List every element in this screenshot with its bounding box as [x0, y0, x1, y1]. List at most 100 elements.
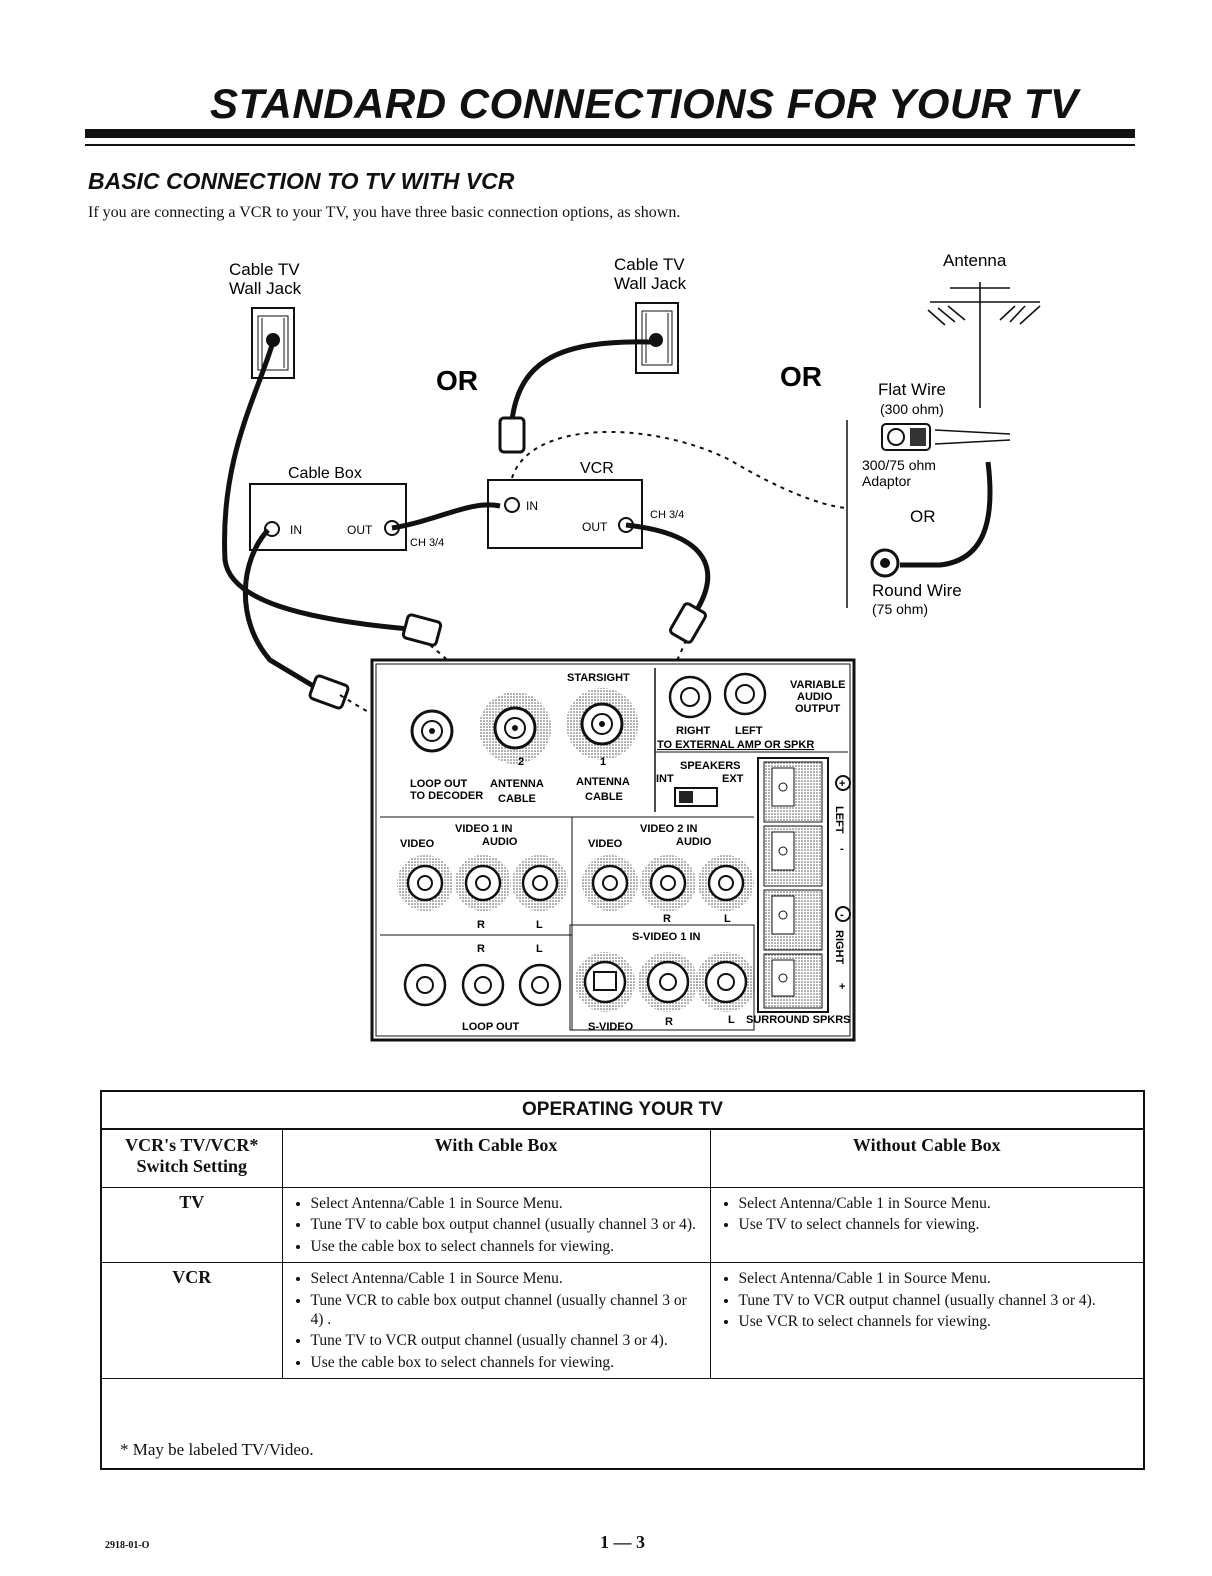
coax-connectors: [308, 416, 707, 710]
list-item: Tune VCR to cable box output channel (us…: [311, 1291, 702, 1330]
antenna-cable-2-jack: [479, 692, 551, 764]
wall-jack-2-label-line2: Wall Jack: [614, 274, 687, 293]
cable-1-label: CABLE: [585, 791, 623, 803]
setting-vcr: VCR: [102, 1262, 283, 1379]
antenna-1-label: ANTENNA: [576, 776, 630, 788]
video2-r-label: R: [663, 913, 671, 925]
svideo-l-label: L: [728, 1014, 735, 1026]
table-row: VCR Select Antenna/Cable 1 in Source Men…: [102, 1262, 1143, 1379]
to-external-label: TO EXTERNAL AMP OR SPKR: [657, 739, 814, 751]
video2-video-label: VIDEO: [588, 838, 623, 850]
output-label: OUTPUT: [795, 703, 841, 715]
tv-without-cable-box: Select Antenna/Cable 1 in Source Menu. U…: [709, 1186, 1143, 1264]
tv-back-panel: STARSIGHT 2 1 LOOP OUT TO DECODER ANTENN…: [370, 658, 856, 1042]
loop-r-label: R: [477, 943, 485, 955]
left-minus-label: -: [840, 843, 844, 855]
intro-text: If you are connecting a VCR to your TV, …: [88, 204, 681, 221]
video1-l-label: L: [536, 919, 543, 931]
antenna-cable-1-jack: [566, 688, 638, 760]
right-vertical-label: RIGHT: [833, 930, 845, 965]
connection-diagram: Cable TV Wall Jack Cable TV Wall Jack OR…: [222, 251, 1041, 1042]
vcr-with-cable-box: Select Antenna/Cable 1 in Source Menu. T…: [281, 1262, 711, 1379]
list-item: Use the cable box to select channels for…: [311, 1353, 702, 1372]
dashed-antenna-paths: [339, 430, 846, 735]
round-wire-label: Round Wire: [872, 581, 962, 600]
setting-tv: TV: [102, 1186, 283, 1264]
page-title: STANDARD CONNECTIONS FOR YOUR TV: [210, 80, 1079, 127]
svideo-r-label: R: [665, 1016, 673, 1028]
surround-label: SURROUND SPKRS: [746, 1014, 851, 1026]
vcr-out-label: OUT: [582, 520, 608, 534]
or-label-1: OR: [436, 365, 478, 396]
left-vertical-label: LEFT: [833, 806, 845, 834]
or-label-3: OR: [910, 507, 936, 526]
left-plus-label: +: [839, 778, 845, 790]
section-subtitle: BASIC CONNECTION TO TV WITH VCR: [88, 168, 515, 194]
page-number: 1 — 3: [600, 1532, 645, 1552]
vcr-box: [487, 479, 643, 549]
jack-2-number: 2: [518, 756, 524, 768]
int-label: INT: [656, 773, 674, 785]
video1-video-label: VIDEO: [400, 838, 435, 850]
cable-box-in-label: IN: [290, 523, 302, 537]
video1-in-label: VIDEO 1 IN: [455, 823, 513, 835]
loop-out-label: LOOP OUT: [410, 778, 468, 790]
antenna-2-label: ANTENNA: [490, 778, 544, 790]
video1-r-label: R: [477, 919, 485, 931]
list-item: Use VCR to select channels for viewing.: [739, 1312, 1136, 1331]
video-audio-jack-rows: [397, 855, 756, 1012]
header-switch-line1: VCR's TV/VCR*: [125, 1135, 259, 1155]
wall-jack-2: [635, 302, 679, 374]
list-item: Use TV to select channels for viewing.: [739, 1215, 1136, 1234]
table-row: TV Select Antenna/Cable 1 in Source Menu…: [102, 1186, 1143, 1264]
operating-table: OPERATING YOUR TV VCR's TV/VCR* Switch S…: [100, 1090, 1145, 1470]
audio-label: AUDIO: [797, 691, 833, 703]
ext-label: EXT: [722, 773, 744, 785]
vcr-ch-label: CH 3/4: [650, 509, 684, 521]
adaptor-label-line2: Adaptor: [862, 473, 911, 489]
document-code: 2918-01-O: [105, 1540, 150, 1551]
svideo1-in-label: S-VIDEO 1 IN: [632, 931, 701, 943]
audio-output-jacks: [668, 672, 767, 719]
operating-title: OPERATING YOUR TV: [102, 1092, 1143, 1130]
operating-grid: VCR's TV/VCR* Switch Setting With Cable …: [102, 1128, 1143, 1379]
list-item: Tune TV to VCR output channel (usually c…: [311, 1331, 702, 1350]
right-minus-label: -: [840, 909, 844, 921]
vcr-in-jack: [504, 497, 520, 513]
antenna-label: Antenna: [943, 251, 1007, 270]
antenna-icon: [927, 282, 1041, 408]
header-without-cable-box: Without Cable Box: [709, 1128, 1143, 1188]
flat-wire-ohm: (300 ohm): [880, 401, 944, 417]
left-output-label: LEFT: [735, 725, 763, 737]
coax-cables: [222, 339, 711, 693]
to-decoder-label: TO DECODER: [410, 790, 483, 802]
list-item: Select Antenna/Cable 1 in Source Menu.: [311, 1269, 702, 1288]
round-wire-connector-icon: [870, 548, 900, 578]
video2-audio-label: AUDIO: [676, 836, 712, 848]
wall-jack-2-label-line1: Cable TV: [614, 255, 685, 274]
list-item: Use the cable box to select channels for…: [311, 1237, 702, 1256]
variable-label: VARIABLE: [790, 679, 845, 691]
cable-box-out-label: OUT: [347, 523, 373, 537]
title-rule-thin: [85, 144, 1135, 146]
cable-2-label: CABLE: [498, 793, 536, 805]
round-wire-cable: [900, 461, 993, 568]
right-output-label: RIGHT: [676, 725, 711, 737]
cable-box: [249, 483, 407, 551]
wall-jack-1-label-line2: Wall Jack: [229, 279, 302, 298]
wall-jack-1: [251, 307, 295, 379]
starsight-label: STARSIGHT: [567, 672, 630, 684]
vcr-in-label: IN: [526, 499, 538, 513]
loop-l-label: L: [536, 943, 543, 955]
video1-audio-label: AUDIO: [482, 836, 518, 848]
svideo-label: S-VIDEO: [588, 1021, 634, 1033]
header-switch-setting: VCR's TV/VCR* Switch Setting: [102, 1128, 283, 1188]
header-switch-line2: Switch Setting: [136, 1156, 247, 1176]
list-item: Select Antenna/Cable 1 in Source Menu.: [311, 1194, 702, 1213]
jack-1-number: 1: [600, 756, 606, 768]
loop-out-bottom-label: LOOP OUT: [462, 1021, 520, 1033]
footnote: * May be labeled TV/Video.: [120, 1440, 314, 1459]
title-rule-thick: [85, 129, 1135, 138]
adaptor-icon: [881, 423, 1011, 451]
list-item: Tune TV to VCR output channel (usually c…: [739, 1291, 1136, 1310]
